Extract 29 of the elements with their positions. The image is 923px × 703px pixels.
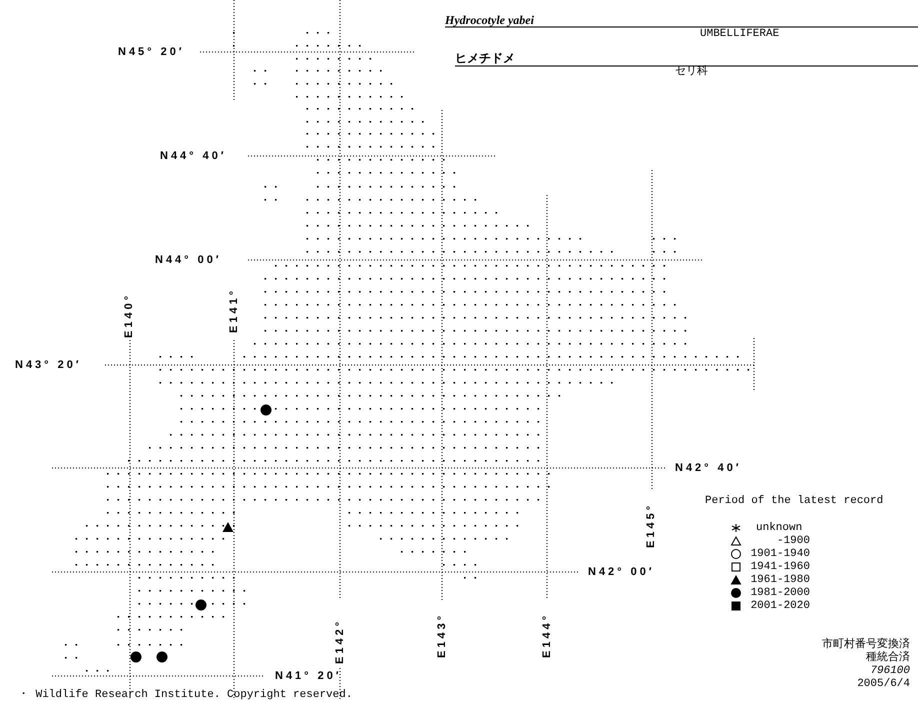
latitude-label: N43° 20′ xyxy=(15,359,82,372)
longitude-label: E145° xyxy=(645,502,658,548)
legend-text: 1981-2000 xyxy=(750,587,810,600)
latitude-label: N42° 00′ xyxy=(588,566,655,579)
latitude-label: N45° 20′ xyxy=(118,46,185,59)
longitude-label: E141° xyxy=(228,288,241,333)
latitude-label: N42° 40′ xyxy=(675,462,742,475)
family-name: UMBELLIFERAE xyxy=(700,28,780,41)
legend-text: unknown xyxy=(756,522,802,535)
copyright-text: ・ Wildlife Research Institute. Copyright reserved. xyxy=(18,689,352,702)
japanese-name: ヒメチドメ xyxy=(455,53,515,66)
record-number: 796100 xyxy=(870,665,910,678)
longitude-label: E140° xyxy=(123,292,136,338)
latitude-label: N44° 00′ xyxy=(155,254,222,267)
longitude-label: E143° xyxy=(436,612,449,658)
legend-text: 2001-2020 xyxy=(750,600,810,613)
date-text: 2005/6/4 xyxy=(857,678,910,691)
species-title: Hydrocotyle yabei xyxy=(445,14,534,27)
latitude-label: N41° 20′ xyxy=(275,670,342,683)
legend-text: 1941-1960 xyxy=(750,561,810,574)
note-text: 市町村番号変換済 xyxy=(822,639,910,651)
note-text: 種統合済 xyxy=(866,652,910,665)
legend-text: 1901-1940 xyxy=(750,548,810,561)
legend-text: 1961-1980 xyxy=(750,574,810,587)
latitude-label: N44° 40′ xyxy=(160,150,227,163)
legend-heading: Period of the latest record xyxy=(705,495,884,508)
longitude-label: E144° xyxy=(541,612,554,658)
legend-text: -1900 xyxy=(776,535,810,548)
longitude-label: E142° xyxy=(334,618,347,664)
